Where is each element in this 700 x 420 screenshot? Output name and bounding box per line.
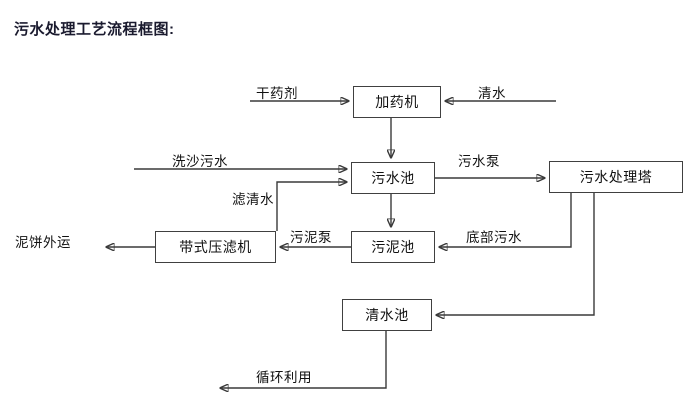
node-treatment-tower[interactable]: 污水处理塔: [549, 161, 683, 193]
edge-label-filtrate: 滤清水: [232, 192, 274, 207]
node-label: 加药机: [375, 94, 419, 110]
node-sewage-pool[interactable]: 污水池: [351, 162, 435, 194]
terminal-label-mud-cake-out: 泥饼外运: [15, 235, 71, 250]
node-label: 清水池: [365, 307, 409, 323]
edge-label-sludge-pump: 污泥泵: [290, 230, 332, 245]
node-belt-filter-press[interactable]: 带式压滤机: [155, 231, 276, 263]
node-sludge-pool[interactable]: 污泥池: [351, 231, 435, 263]
node-label: 污水处理塔: [579, 169, 653, 185]
node-dosing-machine[interactable]: 加药机: [353, 86, 441, 118]
edge-filtrate-to-sewage: [276, 182, 347, 231]
page-title: 污水处理工艺流程框图:: [14, 21, 175, 38]
node-label: 污泥池: [371, 239, 415, 255]
edge-label-sewage-pump: 污水泵: [458, 154, 500, 169]
node-label: 污水池: [371, 170, 415, 186]
edge-label-dry-agent: 干药剂: [256, 86, 298, 101]
node-label: 带式压滤机: [179, 239, 252, 255]
edge-label-bottom-sewage: 底部污水: [466, 230, 522, 245]
node-clear-water-pool[interactable]: 清水池: [342, 299, 432, 331]
edge-tower-to-clear: [436, 193, 595, 315]
edge-label-sand-wash-sewage: 洗沙污水: [172, 154, 228, 169]
edge-label-recycle: 循环利用: [256, 370, 312, 385]
edge-label-clean-water: 清水: [478, 86, 506, 101]
